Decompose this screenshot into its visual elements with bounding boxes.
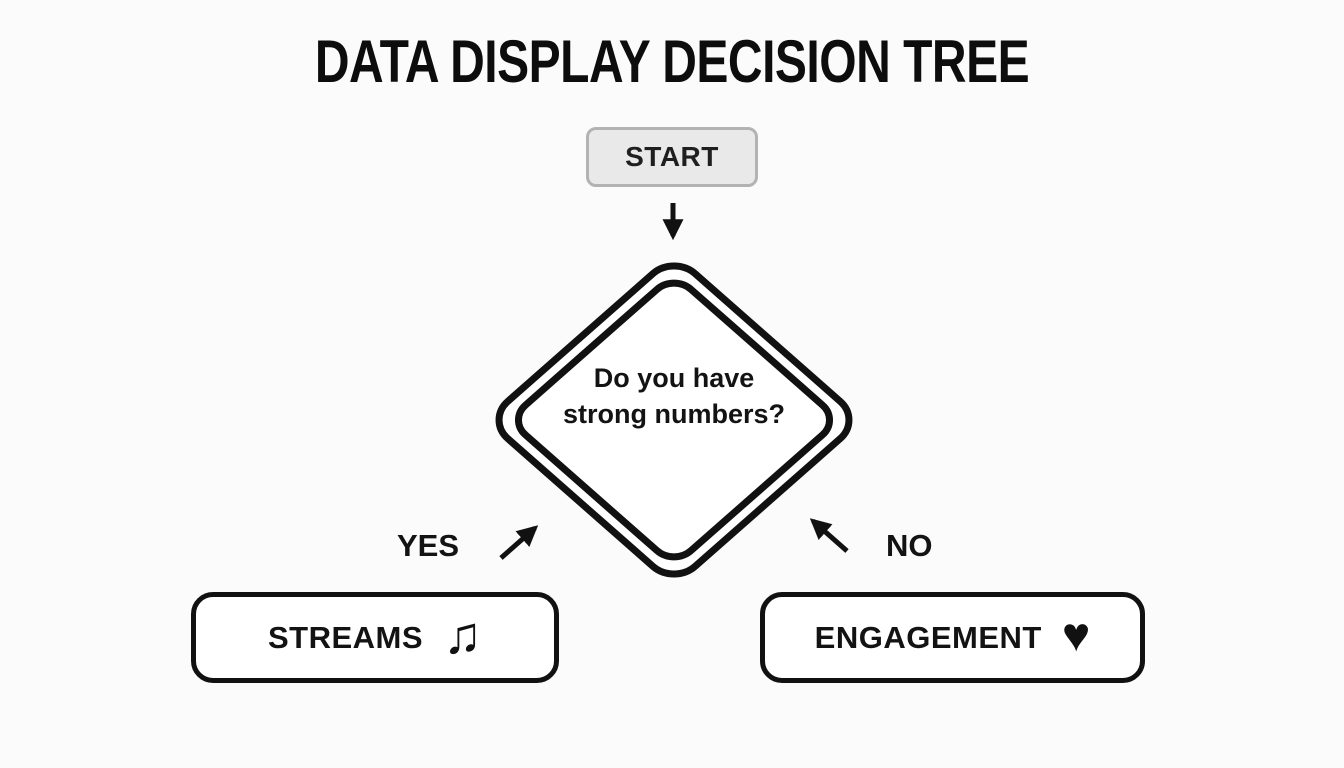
yes-branch-label: YES — [397, 528, 460, 563]
outcome-node-engagement: ENGAGEMENT ♥ — [760, 592, 1145, 683]
music-notes-icon: ♫ — [443, 606, 483, 665]
heart-icon: ♥ — [1061, 608, 1091, 662]
no-branch-label: NO — [886, 528, 933, 563]
start-node-label: START — [625, 141, 719, 172]
yes-branch-arrow — [499, 525, 539, 560]
page-title: DATA DISPLAY DECISION TREE — [314, 29, 1030, 96]
outcome-node-streams: STREAMS ♫ — [191, 592, 559, 683]
engagement-label: ENGAGEMENT — [814, 619, 1042, 655]
no-branch-arrow — [809, 518, 849, 553]
diamond-inner-border — [509, 274, 840, 565]
decision-diamond-shape — [487, 255, 862, 585]
decision-question: Do you have strong numbers? — [562, 363, 785, 429]
start-node: START — [586, 127, 758, 187]
streams-label: STREAMS — [267, 619, 424, 655]
diamond-outer-border — [487, 255, 862, 585]
